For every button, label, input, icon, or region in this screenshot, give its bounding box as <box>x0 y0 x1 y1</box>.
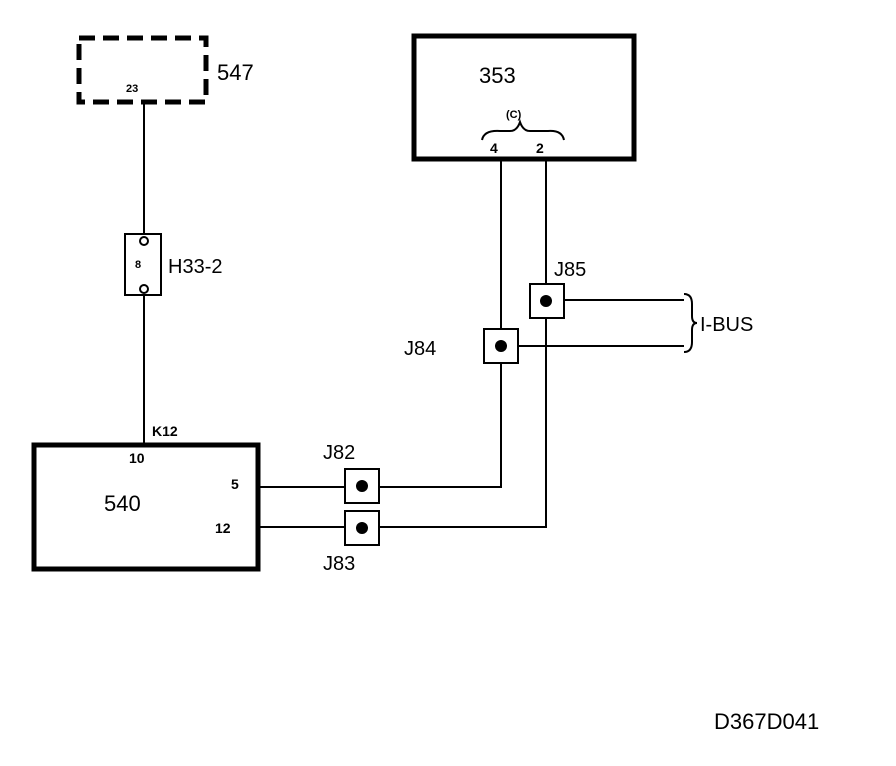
connector-h33-2-pin-top <box>139 236 149 246</box>
component-353-box <box>411 33 637 162</box>
junction-j83-dot <box>356 522 368 534</box>
component-540-label: 540 <box>104 491 141 516</box>
junction-j84-label: J84 <box>404 338 436 360</box>
component-353-connector: (C) <box>506 109 522 121</box>
junction-j82-label: J82 <box>323 442 355 464</box>
ibus-label: I-BUS <box>700 314 753 336</box>
component-353-pin-4: 4 <box>490 140 498 156</box>
component-540-pin-5: 5 <box>231 476 239 492</box>
junction-j85-label: J85 <box>554 259 586 281</box>
junction-j85: J85 <box>529 259 586 319</box>
connector-h33-2-label: H33-2 <box>168 256 222 278</box>
junction-j82: J82 <box>323 442 380 504</box>
wire-353-pin4-540-pin5 <box>258 159 502 488</box>
diagram-id: D367D041 <box>714 709 819 734</box>
component-540: K12 10 540 5 12 <box>31 423 261 572</box>
component-547-pin: 23 <box>126 83 138 95</box>
component-353-pin-2: 2 <box>536 140 544 156</box>
connector-h33-2: 8 H33-2 <box>124 233 222 296</box>
connector-h33-2-pin-bottom <box>139 284 149 294</box>
component-353: 353 (C) 4 2 <box>411 33 637 162</box>
component-540-connector: K12 <box>152 423 178 439</box>
component-540-box <box>31 442 261 572</box>
junction-j83-label: J83 <box>323 553 355 575</box>
component-547: 547 23 <box>76 35 254 105</box>
connector-h33-2-pin: 8 <box>135 259 141 271</box>
junction-j82-dot <box>356 480 368 492</box>
junction-j85-box <box>529 283 565 319</box>
component-547-label: 547 <box>217 60 254 85</box>
component-540-pin-10: 10 <box>129 450 145 466</box>
ibus-brace-icon <box>683 293 698 353</box>
junction-j85-dot <box>540 295 552 307</box>
component-547-box <box>76 35 209 105</box>
component-540-pin-12: 12 <box>215 520 231 536</box>
junction-j84-dot <box>495 340 507 352</box>
ibus-brace: I-BUS <box>683 293 753 353</box>
junction-j83: J83 <box>323 510 380 575</box>
junction-j84: J84 <box>404 328 519 364</box>
component-353-brace-icon <box>481 118 565 141</box>
component-353-label: 353 <box>479 63 516 88</box>
